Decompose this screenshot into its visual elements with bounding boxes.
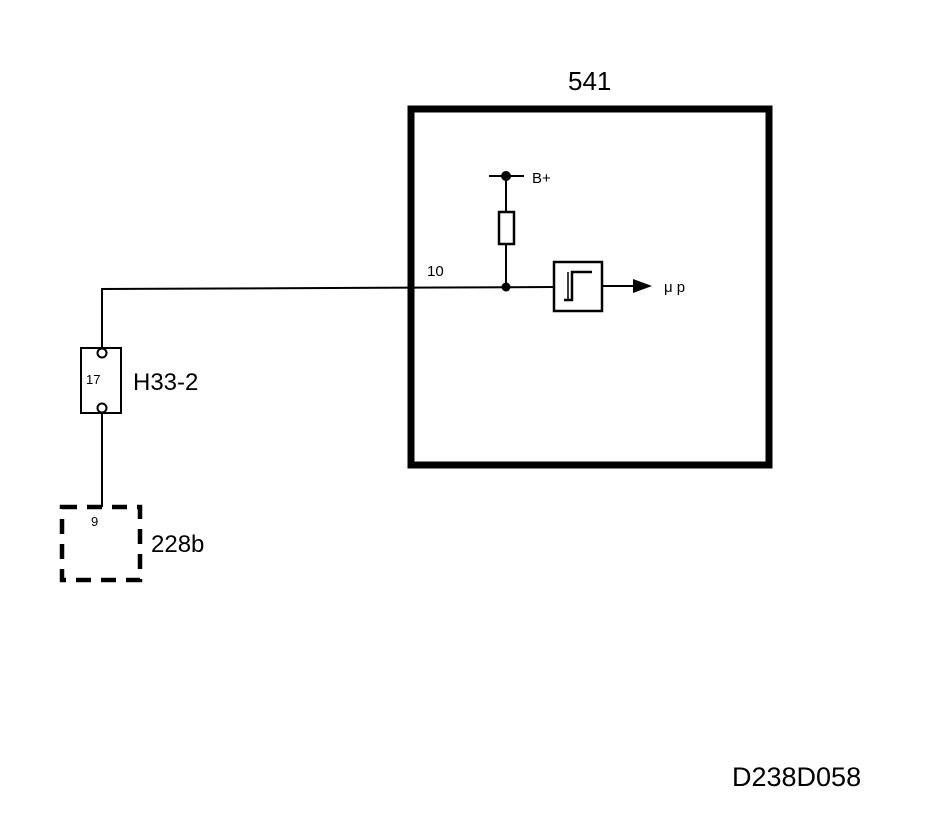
connector-label: H33-2 [133, 369, 198, 396]
connector-pin-bottom [96, 402, 108, 414]
connector-pin-label: 17 [86, 372, 100, 387]
output-label: μ p [664, 279, 685, 296]
component-box [59, 504, 143, 583]
module-label: 541 [568, 66, 611, 96]
component-pin-label: 9 [91, 514, 98, 529]
output-arrow-icon [633, 279, 652, 293]
connector-pin-top [96, 347, 108, 359]
component-label: 228b [151, 531, 204, 558]
pin-label: 10 [427, 263, 444, 280]
schmitt-trigger-block [552, 260, 604, 313]
pull-up-resistor [497, 210, 516, 246]
junction-node [501, 282, 511, 292]
signal-wire [101, 286, 555, 348]
supply-label: B+ [532, 170, 551, 187]
reference-code: D238D058 [732, 762, 861, 792]
